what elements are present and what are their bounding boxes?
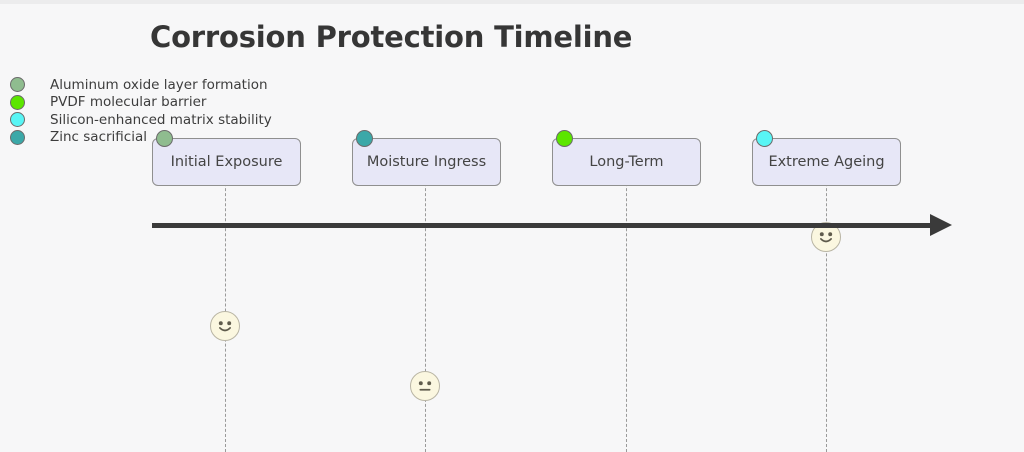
legend-swatch-icon (10, 129, 25, 145)
mood-face-happy-icon (210, 311, 240, 341)
page-title: Corrosion Protection Timeline (150, 20, 633, 54)
event-tick-line (826, 138, 827, 452)
legend-item[interactable]: Zinc sacrificial (10, 129, 272, 147)
event-tick-line (425, 138, 426, 452)
event-box-label: Long-Term (589, 154, 664, 170)
legend-item-label: Silicon-enhanced matrix stability (50, 111, 272, 128)
mood-face-neutral-icon (410, 371, 440, 401)
event-box[interactable]: Long-Term (552, 138, 701, 186)
event-box[interactable]: Initial Exposure (152, 138, 301, 186)
event-marker-dot[interactable] (156, 130, 173, 147)
event-box[interactable]: Extreme Ageing (752, 138, 901, 186)
timeline-arrow-icon (930, 214, 952, 236)
legend-swatch-icon (10, 77, 25, 93)
legend-swatch-icon (10, 112, 25, 128)
event-box[interactable]: Moisture Ingress (352, 138, 501, 186)
timeline-axis-line (152, 223, 934, 228)
legend-item-label: PVDF molecular barrier (50, 94, 207, 111)
legend-item-label: Zinc sacrificial (50, 129, 147, 146)
event-box-label: Moisture Ingress (366, 154, 487, 170)
legend-item[interactable]: Silicon-enhanced matrix stability (10, 111, 272, 129)
event-box-label: Extreme Ageing (768, 154, 885, 170)
legend-item[interactable]: PVDF molecular barrier (10, 94, 272, 112)
event-tick-line (225, 138, 226, 452)
event-tick-line (626, 138, 627, 452)
event-box-label: Initial Exposure (170, 154, 283, 170)
viewport-top-strip (0, 0, 1024, 4)
legend-swatch-icon (10, 94, 25, 110)
legend-item-label: Aluminum oxide layer formation (50, 76, 268, 93)
event-marker-dot[interactable] (756, 130, 773, 147)
legend-item[interactable]: Aluminum oxide layer formation (10, 76, 272, 94)
event-marker-dot[interactable] (356, 130, 373, 147)
event-marker-dot[interactable] (556, 130, 573, 147)
